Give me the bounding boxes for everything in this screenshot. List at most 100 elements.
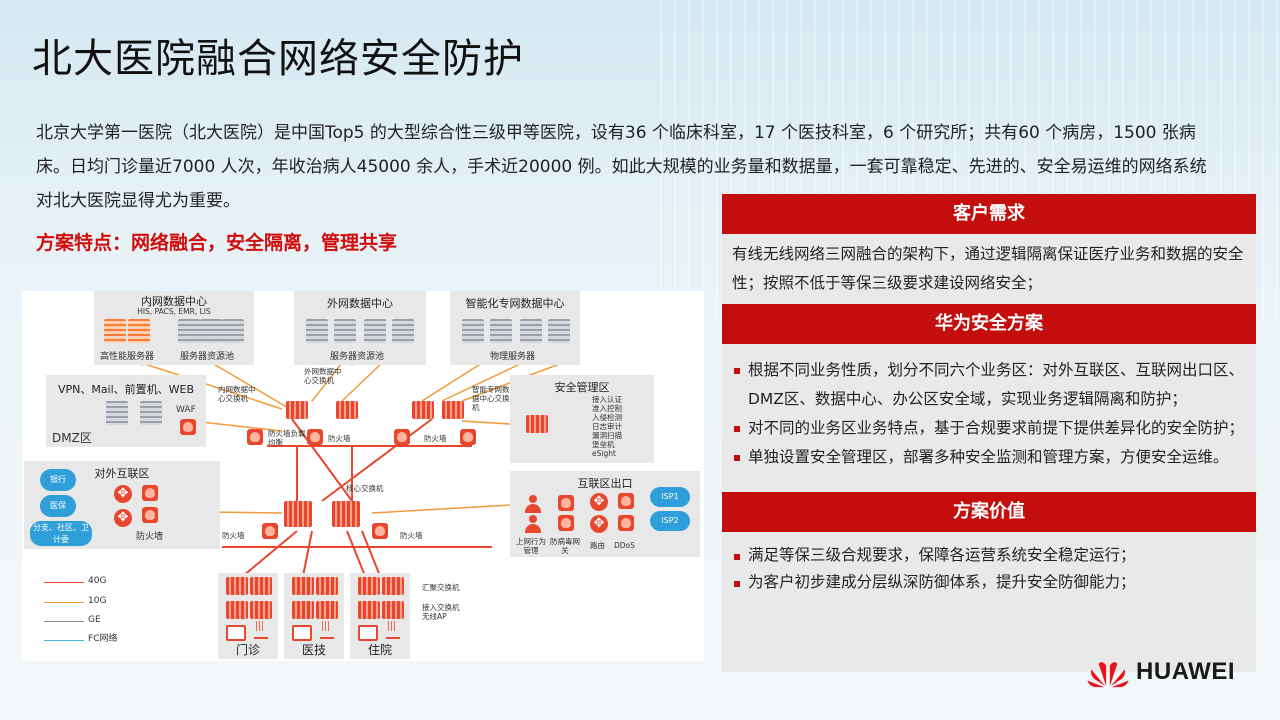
customer-need-text: 有线无线网络三网融合的架构下，通过逻辑隔离保证医疗业务和数据的安全性；按照不低于… [732,245,1244,292]
switch-icon [292,601,314,619]
switch-icon [382,577,404,595]
outpatient-zone: 门诊 [218,573,278,659]
security-item: eSight [592,449,616,458]
agg-switch-label: 汇聚交换机 [422,583,460,592]
ddos-label: DDoS [614,541,635,550]
internet-exit-zone: 互联区出口 ISP1 ISP2 上网行为管理 防病毒网关 路由 DDoS [510,471,700,557]
isp1-cloud: ISP1 [650,487,690,507]
solution-header: 华为安全方案 [722,304,1256,344]
switch-icon [382,601,404,619]
solution-bullet: 对不同的业务区业务特点，基于合规要求前提下提供差异化的安全防护； [722,414,1256,443]
page-title: 北大医院融合网络安全防护 [32,36,524,82]
value-body: 满足等保三级合规要求，保障各运营系统安全稳定运行； 为客户初步建成分层纵深防御体… [722,532,1256,672]
ap-icon [386,621,400,639]
firewall-icon [460,429,476,445]
router-icon [114,485,132,503]
legend-line-40g [44,582,84,583]
area-label: 住院 [367,643,392,657]
core-switch-icon [284,501,312,527]
access-switch-label: 接入交换机 [422,603,460,612]
huawei-logo-icon [1087,662,1129,688]
legend-label: FC网络 [88,634,118,644]
external-interconnect-zone: 对外互联区 银行 医保 分支、社区、卫计委 防火墙 [24,461,220,549]
security-item: 日志审计 [592,422,622,431]
branch-cloud: 分支、社区、卫计委 [30,521,92,546]
insurance-cloud: 医保 [40,495,76,517]
core-switch-label: 核心交换机 [346,484,384,493]
security-item: 入侵检测 [592,413,622,422]
server-icon [548,319,570,343]
brand-name: HUAWEI [1136,658,1235,685]
area-label: 医技 [301,643,326,657]
switch-icon [316,577,338,595]
firewall-icon [247,429,263,445]
server-icon [140,401,162,425]
server-icon [128,319,150,343]
server-icon [462,319,484,343]
waf-icon [180,419,196,435]
security-management-zone: 安全管理区 接入认证 准入控制 入侵检测 日志审计 漏洞扫描 堡垒机 eSigh… [510,375,654,463]
waf-label: WAF [176,405,196,415]
router-icon [114,509,132,527]
wifi-ap-label: 无线AP [422,612,447,621]
ddos-icon [618,515,634,531]
router-icon [590,515,608,533]
inner-switch-label: 内网数据中心交换机 [218,385,256,403]
pc-icon [226,625,246,641]
security-item: 漏洞扫描 [592,431,622,440]
inner-pool-label: 服务器资源池 [180,352,235,362]
network-diagram: 内网数据中心 HIS, PACS, EMR, LIS 高性能服务器 服务器资源池… [22,291,704,661]
smart-dc-title: 智能化专网数据中心 [465,297,565,310]
firewall-icon [307,429,323,445]
outer-datacenter-zone: 外网数据中心 服务器资源池 [294,291,426,365]
server-icon [520,319,542,343]
inner-dc-systems: HIS, PACS, EMR, LIS [137,307,211,316]
behavior-label: 上网行为管理 [516,537,546,555]
inner-dc-title: 内网数据中心 [141,295,207,308]
ap-icon [320,621,334,639]
dmz-services: VPN、Mail、前置机、WEB [57,383,195,396]
server-icon [178,319,200,343]
switch-icon [316,601,338,619]
smart-switch-label: 智能专网数据中心交换机 [472,385,510,412]
switch-icon [226,577,248,595]
switch-icon [250,577,272,595]
firewall-label: 防火墙 [136,532,164,542]
customer-need-body: 有线无线网络三网融合的架构下，通过逻辑隔离保证医疗业务和数据的安全性；按照不低于… [722,234,1256,304]
switch-icon [286,401,308,419]
user-icon [524,515,542,533]
outer-dc-title: 外网数据中心 [327,297,393,310]
switch-icon [358,577,380,595]
outer-switch-label: 外网数据中心交换机 [304,367,342,385]
fw-label: 防火墙 [400,531,423,540]
dmz-zone: VPN、Mail、前置机、WEB WAF DMZ区 [46,375,206,447]
customer-need-header: 客户需求 [722,194,1256,234]
server-icon [106,401,128,425]
firewall-icon [262,523,278,539]
switch-icon [226,601,248,619]
antivirus-icon [558,495,574,511]
fw-label: 防火墙 [328,434,351,443]
server-icon [222,319,244,343]
internet-zone-title: 互联区出口 [577,477,633,490]
router-icon [590,493,608,511]
switch-icon [250,601,272,619]
inner-datacenter-zone: 内网数据中心 HIS, PACS, EMR, LIS 高性能服务器 服务器资源池 [94,291,254,365]
inpatient-zone: 住院 [350,573,410,659]
value-bullet: 满足等保三级合规要求，保障各运营系统安全稳定运行； [722,542,1256,569]
firewall-icon [142,485,158,501]
antivirus-icon [558,515,574,531]
legend-line-ge [44,621,84,622]
medtech-zone: 医技 [284,573,344,659]
isp2-cloud: ISP2 [650,511,690,531]
server-icon [306,319,328,343]
intro-paragraph: 北京大学第一医院（北大医院）是中国Top5 的大型综合性三级甲等医院，设有36 … [36,123,1207,211]
value-header: 方案价值 [722,492,1256,532]
security-device-icon [526,415,548,433]
fw-label: 防火墙 [424,434,447,443]
server-icon [392,319,414,343]
feature-highlight: 方案特点：网络融合，安全隔离，管理共享 [36,232,398,254]
solution-bullet: 根据不同业务性质，划分不同六个业务区：对外互联区、互联网出口区、DMZ区、数据中… [722,356,1256,414]
value-bullet: 为客户初步建成分层纵深防御体系，提升安全防御能力； [722,569,1256,596]
route-label: 路由 [590,541,605,550]
